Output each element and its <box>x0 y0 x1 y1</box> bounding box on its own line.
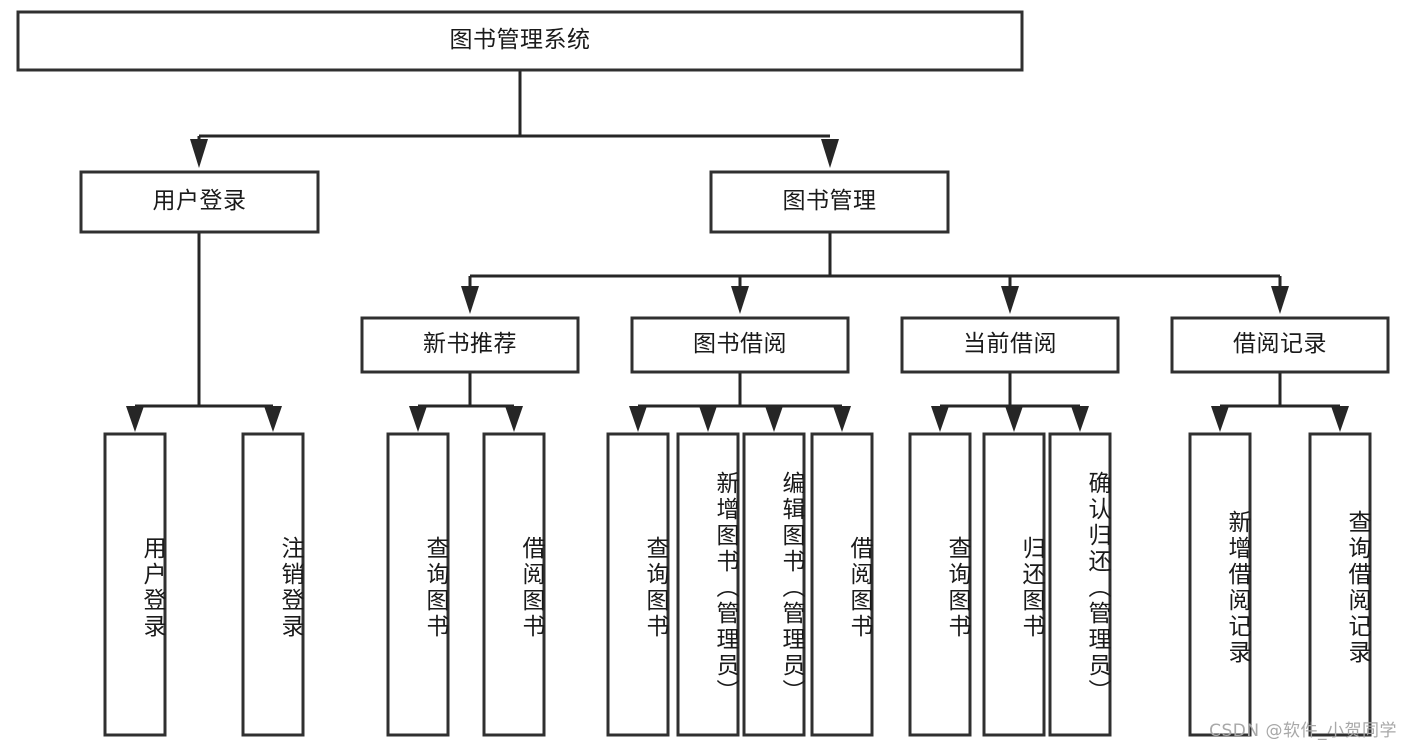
leaf-box-8[interactable] <box>908 432 972 737</box>
arrow-head-to-borrow-record <box>1271 286 1289 314</box>
connector-group-current-borrow <box>931 372 1089 432</box>
leaf-box-4[interactable] <box>606 432 670 737</box>
arrow-head-to-user-login <box>190 139 208 168</box>
connector-group-new-book-recommend <box>409 372 523 432</box>
leaf-box-5[interactable] <box>676 432 740 737</box>
arrow-head-cb-child-3 <box>1071 406 1089 432</box>
connector-group-root <box>190 70 839 168</box>
leaf-box-9[interactable] <box>982 432 1046 737</box>
level2-box-1[interactable] <box>709 170 950 234</box>
arrow-head-nbr-child-1 <box>409 406 427 432</box>
leaf-box-11[interactable] <box>1188 432 1252 737</box>
level3-box-3[interactable] <box>1170 316 1390 374</box>
root-box-0[interactable] <box>16 10 1024 72</box>
leaf-box-1[interactable] <box>241 432 305 737</box>
arrow-head-cb-child-1 <box>931 406 949 432</box>
arrow-head-to-book-borrow <box>731 286 749 314</box>
leaf-box-7[interactable] <box>810 432 874 737</box>
arrow-head-to-new-book-recommend <box>461 286 479 314</box>
leaf-box-12[interactable] <box>1308 432 1372 737</box>
level3-box-0[interactable] <box>360 316 580 374</box>
connector-group-user-login <box>126 232 282 432</box>
arrow-head-to-user-login-leaf <box>126 406 144 432</box>
leaf-box-0[interactable] <box>103 432 167 737</box>
level3-box-2[interactable] <box>900 316 1120 374</box>
arrow-head-bb-child-3 <box>765 406 783 432</box>
connector-group-book-borrow <box>629 372 851 432</box>
arrow-head-br-child-2 <box>1331 406 1349 432</box>
arrow-head-bb-child-1 <box>629 406 647 432</box>
level2-box-0[interactable] <box>79 170 320 234</box>
box-layer <box>16 10 1390 737</box>
arrow-head-to-logout-leaf <box>264 406 282 432</box>
arrow-head-br-child-1 <box>1211 406 1229 432</box>
connector-group-book-management <box>461 232 1289 314</box>
leaf-box-10[interactable] <box>1048 432 1112 737</box>
level3-box-1[interactable] <box>630 316 850 374</box>
arrow-head-bb-child-4 <box>833 406 851 432</box>
leaf-box-2[interactable] <box>386 432 450 737</box>
arrow-head-to-current-borrow <box>1001 286 1019 314</box>
arrow-head-cb-child-2 <box>1005 406 1023 432</box>
connector-group-borrow-record <box>1211 372 1349 432</box>
arrow-head-nbr-child-2 <box>505 406 523 432</box>
arrow-head-to-book-management <box>821 139 839 168</box>
leaf-box-6[interactable] <box>742 432 806 737</box>
leaf-box-3[interactable] <box>482 432 546 737</box>
arrow-head-bb-child-2 <box>699 406 717 432</box>
csdn-watermark: CSDN @软件_小贺同学 <box>1209 721 1397 741</box>
